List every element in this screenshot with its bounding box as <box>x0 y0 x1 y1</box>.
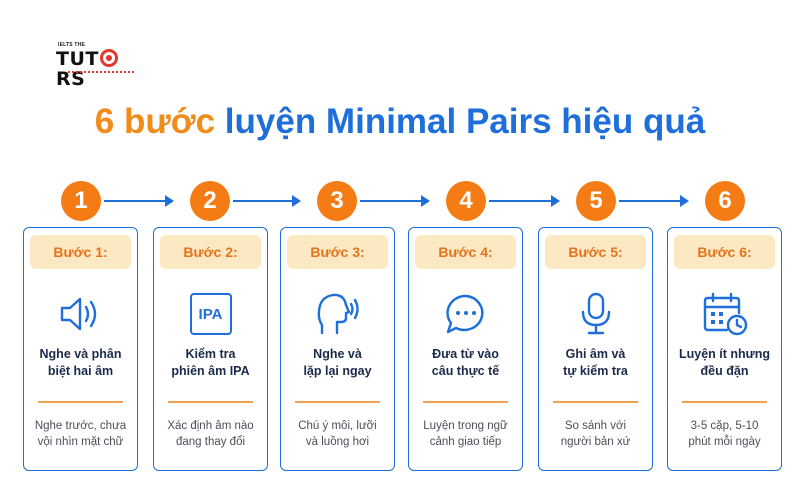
logo-tagline <box>68 71 136 73</box>
step-card-description: So sánh với người bản xứ <box>545 418 646 450</box>
arrow-4-5 <box>489 195 560 207</box>
step-desc-line-2: người bản xứ <box>560 436 631 448</box>
step-desc-line-1: Nghe trước, chưa <box>34 420 127 432</box>
step-card-title: Nghe và phân biệt hai âm <box>30 346 131 386</box>
step-card-header: Bước 5: <box>545 235 646 269</box>
step-card-title: Đưa từ vào câu thực tế <box>415 346 516 386</box>
step-card-title: Luyện ít nhưng đều đặn <box>674 346 775 386</box>
page-title: 6 bước luyện Minimal Pairs hiệu quả <box>0 100 800 144</box>
step-card-title: Kiểm tra phiên âm IPA <box>160 346 261 386</box>
step-desc-line-2: đang thay đổi <box>175 436 246 448</box>
logo-small-text: IELTS THE <box>58 42 85 48</box>
step-card-4: Bước 4: Đưa từ vào câu thực tế Luyện tro… <box>408 227 523 471</box>
step-title-line-1: Nghe và <box>313 347 362 361</box>
step-5-number: 5 <box>576 181 616 221</box>
ipa-icon: IPA <box>154 288 267 340</box>
step-title-line-2: tự kiểm tra <box>563 364 628 378</box>
title-main: luyện Minimal Pairs hiệu quả <box>224 102 706 141</box>
step-card-header: Bước 4: <box>415 235 516 269</box>
step-card-2: Bước 2: IPA Kiểm tra phiên âm IPA Xác đị… <box>153 227 268 471</box>
step-desc-line-1: So sánh với <box>564 420 627 432</box>
step-card-header: Bước 6: <box>674 235 775 269</box>
chat-bubble-icon <box>409 288 522 340</box>
step-card-header: Bước 3: <box>287 235 388 269</box>
title-accent: 6 bước <box>94 102 216 141</box>
logo-brand-suffix: RS <box>56 68 86 90</box>
target-icon <box>99 49 118 67</box>
card-divider <box>553 401 638 403</box>
step-desc-line-2: cảnh giao tiếp <box>429 436 502 448</box>
arrow-3-4 <box>360 195 430 207</box>
speaker-icon <box>24 288 137 340</box>
calendar-clock-icon <box>668 288 781 340</box>
step-title-line-1: Đưa từ vào <box>432 347 499 361</box>
step-title-line-1: Kiểm tra <box>185 347 236 361</box>
step-title-line-1: Luyện ít nhưng <box>679 347 770 361</box>
step-3-number: 3 <box>317 181 357 221</box>
step-card-title: Ghi âm và tự kiểm tra <box>545 346 646 386</box>
step-desc-line-1: Xác định âm nào <box>167 420 254 432</box>
step-title-line-2: lặp lại ngay <box>303 364 372 378</box>
logo-brand: TUTRS <box>56 49 146 89</box>
step-card-title: Nghe và lặp lại ngay <box>287 346 388 386</box>
step-desc-line-2: và luồng hơi <box>305 436 370 448</box>
step-card-5: Bước 5: Ghi âm và tự kiểm tra So sánh vớ… <box>538 227 653 471</box>
card-divider <box>423 401 508 403</box>
card-divider <box>38 401 123 403</box>
step-title-line-1: Nghe và phân <box>39 347 122 361</box>
step-4-number: 4 <box>446 181 486 221</box>
step-card-1: Bước 1: Nghe và phân biệt hai âm Nghe tr… <box>23 227 138 471</box>
step-card-header: Bước 1: <box>30 235 131 269</box>
speaking-head-icon <box>281 288 394 340</box>
step-card-6: Bước 6: Luyện ít nhưng đều đặn 3-5 cặp, … <box>667 227 782 471</box>
step-desc-line-1: Luyện trong ngữ <box>423 420 508 432</box>
step-card-description: Luyện trong ngữ cảnh giao tiếp <box>415 418 516 450</box>
tutors-logo: IELTS THE TUTRS <box>56 40 146 89</box>
step-desc-line-2: phút mỗi ngày <box>688 436 761 448</box>
step-6-number: 6 <box>705 181 745 221</box>
arrow-2-3 <box>233 195 301 207</box>
step-card-description: Chú ý môi, lưỡi và luồng hơi <box>287 418 388 450</box>
ipa-icon-label: IPA <box>189 293 232 335</box>
step-1-number: 1 <box>61 181 101 221</box>
step-2-number: 2 <box>190 181 230 221</box>
step-card-description: 3-5 cặp, 5-10 phút mỗi ngày <box>674 418 775 450</box>
step-desc-line-1: 3-5 cặp, 5-10 <box>690 420 759 432</box>
step-title-line-1: Ghi âm và <box>565 347 626 361</box>
step-card-description: Nghe trước, chưa vội nhìn mặt chữ <box>30 418 131 450</box>
step-title-line-2: đều đặn <box>700 364 749 378</box>
logo-brand-prefix: TUT <box>56 48 99 70</box>
card-divider <box>682 401 767 403</box>
step-card-description: Xác định âm nào đang thay đổi <box>160 418 261 450</box>
step-card-3: Bước 3: Nghe và lặp lại ngay Chú ý môi, … <box>280 227 395 471</box>
microphone-icon <box>539 288 652 340</box>
card-divider <box>295 401 380 403</box>
step-desc-line-1: Chú ý môi, lưỡi <box>298 420 377 432</box>
arrow-1-2 <box>104 195 174 207</box>
step-card-header: Bước 2: <box>160 235 261 269</box>
step-title-line-2: biệt hai âm <box>47 364 114 378</box>
arrow-5-6 <box>619 195 689 207</box>
step-title-line-2: câu thực tế <box>431 364 500 378</box>
step-title-line-2: phiên âm IPA <box>171 364 250 378</box>
step-desc-line-2: vội nhìn mặt chữ <box>37 436 124 448</box>
card-divider <box>168 401 253 403</box>
